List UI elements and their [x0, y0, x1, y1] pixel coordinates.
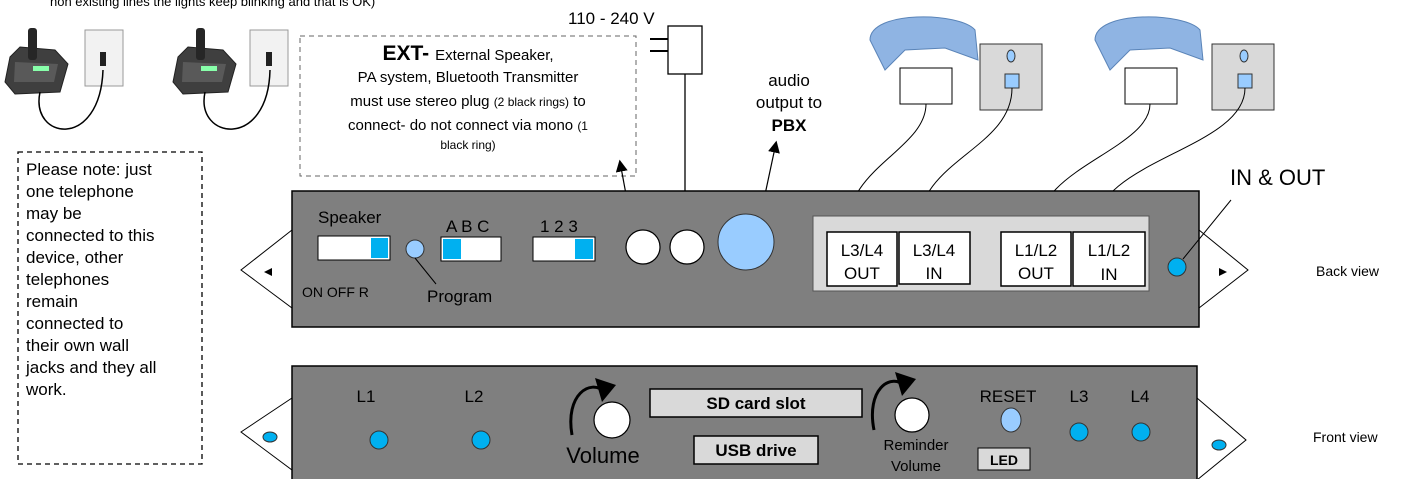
speaker-label: Speaker [318, 208, 382, 227]
l1-led [369, 430, 389, 450]
svg-text:jacks and they all: jacks and they all [25, 358, 156, 377]
abc-label: A B C [446, 217, 489, 236]
svg-text:connected to this: connected to this [26, 226, 155, 245]
led-label: LED [990, 452, 1018, 468]
svg-text:Please note: just: Please note: just [26, 160, 152, 179]
port-l1l2-in[interactable]: L1/L2 IN [1072, 231, 1146, 287]
ext-jack[interactable] [625, 229, 661, 265]
telephone-icon [172, 28, 237, 95]
svg-text:IN: IN [1101, 265, 1118, 284]
note-text: Please note: just one telephone may be c… [25, 160, 156, 399]
ext-line-3: must use stereo plug (2 black rings) to [350, 93, 585, 110]
led-box [977, 447, 1031, 471]
reminder-label-1: Reminder [883, 437, 948, 454]
svg-text:OUT: OUT [1018, 264, 1054, 283]
reminder-volume-knob[interactable] [894, 397, 930, 433]
ext-line-2: PA system, Bluetooth Transmitter [358, 69, 579, 86]
audio-output-line-2: output to [756, 93, 822, 112]
program-label: Program [427, 287, 492, 306]
svg-text:L3/L4: L3/L4 [913, 241, 956, 260]
speaker-switch[interactable] [317, 235, 391, 261]
l3-label: L3 [1070, 387, 1089, 406]
svg-text:one telephone: one telephone [26, 182, 134, 201]
num-switch[interactable] [532, 236, 596, 262]
handset-icon [869, 16, 979, 105]
wall-jack-icon [84, 29, 124, 87]
l3-led [1069, 422, 1089, 442]
svg-text:L3/L4: L3/L4 [841, 241, 884, 260]
l2-label: L2 [465, 387, 484, 406]
svg-text:their own wall: their own wall [26, 336, 129, 355]
reset-label: RESET [980, 387, 1037, 406]
usb-drive-slot[interactable] [693, 435, 819, 465]
program-leader [414, 257, 437, 285]
power-jack[interactable] [669, 229, 705, 265]
usb-drive-label: USB drive [715, 441, 796, 460]
phone-cord [203, 69, 271, 130]
top-note: non existing lines the lights keep blink… [50, 0, 375, 9]
audio-output-line-3: PBX [772, 116, 808, 135]
power-label: 110 - 240 V [568, 9, 655, 28]
volume-label: Volume [566, 443, 639, 468]
in-out-label: IN & OUT [1230, 165, 1325, 190]
volume-knob[interactable] [593, 401, 631, 439]
abc-switch[interactable] [440, 236, 502, 262]
sd-card-slot[interactable] [649, 388, 863, 418]
power-adapter-icon [650, 25, 703, 75]
note-box [17, 151, 203, 465]
audio-output-line-1: audio [768, 71, 810, 90]
svg-text:telephones: telephones [26, 270, 109, 289]
port-l3l4-out[interactable]: L3/L4 OUT [826, 231, 898, 287]
sd-card-label: SD card slot [706, 394, 806, 413]
l4-led [1131, 422, 1151, 442]
ext-line-5: black ring) [440, 138, 495, 152]
svg-text:connected to: connected to [26, 314, 123, 333]
telephone-icon [4, 28, 69, 95]
svg-text:work.: work. [25, 380, 67, 399]
handset-icon [1094, 16, 1204, 105]
svg-text:remain: remain [26, 292, 78, 311]
front-view-label: Front view [1313, 429, 1378, 445]
ext-box [299, 35, 637, 177]
num-label: 1 2 3 [540, 217, 578, 236]
in-out-led [1167, 257, 1187, 277]
phone-cord [38, 69, 104, 130]
svg-text:device, other: device, other [26, 248, 124, 267]
port-l1l2-out[interactable]: L1/L2 OUT [1000, 231, 1072, 287]
l1-label: L1 [357, 387, 376, 406]
svg-text:IN: IN [926, 264, 943, 283]
back-view-label: Back view [1316, 263, 1380, 279]
l4-label: L4 [1131, 387, 1150, 406]
port-l3l4-in[interactable]: L3/L4 IN [898, 231, 971, 285]
in-out-leader [1182, 199, 1232, 260]
svg-text:L1/L2: L1/L2 [1015, 241, 1058, 260]
reminder-label-2: Volume [891, 458, 941, 475]
svg-text:may be: may be [26, 204, 82, 223]
program-button[interactable] [405, 239, 425, 259]
svg-text:OUT: OUT [844, 264, 880, 283]
ext-line-1: EXT-External Speaker, [382, 42, 553, 65]
svg-text:L1/L2: L1/L2 [1088, 241, 1131, 260]
audio-output-jack[interactable] [717, 213, 775, 271]
ext-line-4: connect- do not connect via mono (1 [348, 117, 588, 134]
wall-jack-icon [1211, 43, 1275, 111]
speaker-positions-label: ON OFF R [302, 284, 369, 300]
reset-button[interactable] [1000, 407, 1022, 433]
l2-led [471, 430, 491, 450]
